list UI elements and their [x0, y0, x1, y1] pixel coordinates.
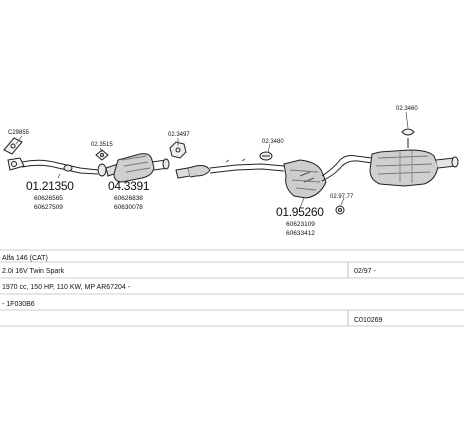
rear-pipe-drawing	[321, 155, 373, 182]
clamp-code-label: 02.3497	[168, 132, 190, 138]
vehicle-model: Alfa 146 (CAT)	[2, 255, 48, 262]
part-number: 01.21350	[26, 179, 74, 193]
clamp-drawing	[169, 141, 187, 159]
rear-silencer-drawing	[369, 149, 459, 187]
part-reference: 60633412	[286, 230, 315, 237]
gasket-drawing	[335, 205, 345, 215]
part-reference: 60627509	[34, 204, 63, 211]
engine-description: 2.0i 16V Twin Spark	[2, 268, 65, 275]
engine-specs: 1970 cc, 150 HP, 110 KW, MP AR67204 -	[2, 284, 131, 291]
part-reference: 60626565	[34, 195, 63, 202]
clamp-code-label: 02.3480	[262, 139, 284, 145]
part-number: 04.3391	[108, 179, 150, 193]
production-date: 02/97 -	[354, 268, 376, 275]
part-reference: 60623109	[286, 221, 315, 228]
flange-drawing	[95, 149, 109, 177]
catalytic-converter-drawing	[105, 153, 170, 183]
exhaust-parts-artwork	[3, 128, 459, 215]
reference-left: - 1F030B6	[2, 301, 35, 308]
rubber-mount-drawing	[401, 128, 415, 148]
part-number: 01.95260	[276, 205, 324, 219]
info-table: Alfa 146 (CAT) 2.0i 16V Twin Spark 02/97…	[0, 249, 464, 327]
part-reference: 60630078	[114, 204, 143, 211]
clamp-code-label: 02.3460	[396, 106, 418, 112]
gasket-code-label: 02.97.77	[330, 194, 354, 200]
middle-silencer-drawing	[283, 159, 327, 199]
part-reference: 60626838	[114, 195, 143, 202]
intermediate-pipe-drawing	[175, 158, 285, 179]
leader-lines	[15, 111, 409, 209]
clamp-code-label: 02.3515	[91, 142, 113, 148]
code-label: C29855	[8, 130, 30, 136]
diagram-labels: C29855 02.3515 02.3497 02.3480 02.3460 0…	[8, 106, 418, 237]
reference-right: C010269	[354, 317, 383, 324]
front-pipe-drawing	[3, 137, 99, 175]
clamp-drawing	[259, 151, 273, 161]
